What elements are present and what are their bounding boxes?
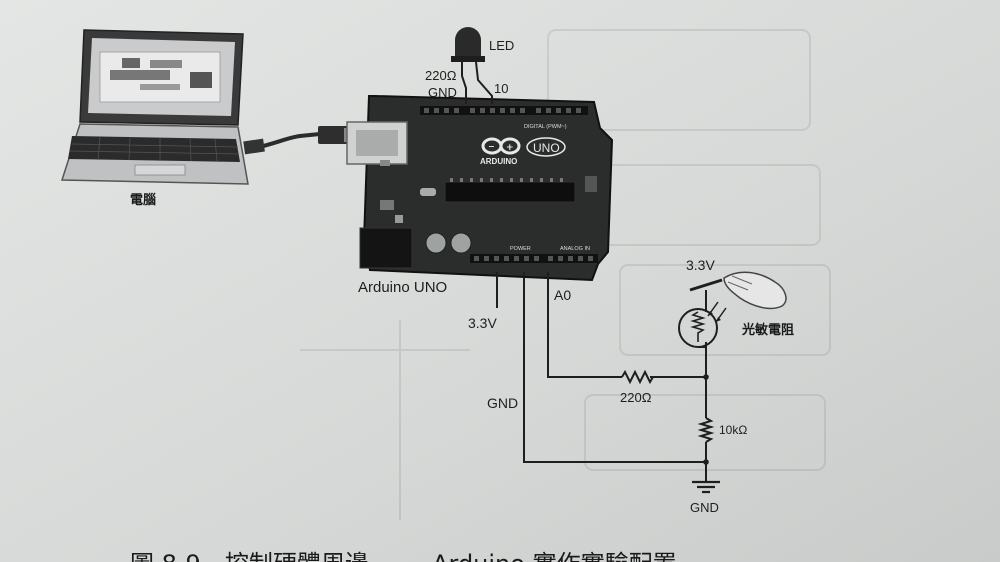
arduino-logo-icon: − + bbox=[481, 137, 521, 155]
arduino-board: DIGITAL (PWM~) − + UNO ARDUINO bbox=[346, 95, 614, 282]
led-icon bbox=[451, 27, 485, 62]
pin-3v3-label: 3.3V bbox=[468, 315, 497, 331]
figure-caption: 圖 8-9 控制硬體周邊 —— Arduino 實作實驗配置 bbox=[130, 550, 677, 562]
computer-label: 電腦 bbox=[130, 192, 156, 208]
resistor-220-label: 220Ω bbox=[620, 390, 652, 405]
photoresistor-icon bbox=[678, 301, 727, 348]
arduino-label: Arduino UNO bbox=[358, 279, 447, 296]
pin-10-label: 10 bbox=[494, 81, 508, 96]
supply-bar-icon bbox=[689, 278, 723, 292]
resistor-220-icon bbox=[621, 369, 654, 385]
pin-gnd-label: GND bbox=[487, 395, 518, 411]
board-brand-text: ARDUINO bbox=[480, 157, 517, 166]
led-resistor-label: 220Ω bbox=[425, 68, 457, 83]
led-label: LED bbox=[489, 38, 514, 53]
resistor-10k-label: 10kΩ bbox=[719, 423, 747, 437]
junction-dot bbox=[703, 374, 709, 380]
ldr-supply-label: 3.3V bbox=[686, 257, 715, 273]
circuit-wires bbox=[496, 272, 707, 482]
resistor-10k-icon bbox=[697, 417, 715, 443]
ground-label: GND bbox=[690, 500, 719, 515]
analog-header-label: ANALOG IN bbox=[560, 246, 590, 252]
board-model-text: UNO bbox=[533, 141, 560, 155]
ldr-label: 光敏電阻 bbox=[741, 322, 794, 338]
power-header-label: POWER bbox=[510, 246, 531, 252]
laptop-icon bbox=[60, 29, 249, 185]
led-gnd-label: GND bbox=[428, 85, 457, 100]
svg-text:+: + bbox=[506, 143, 514, 153]
svg-text:−: − bbox=[488, 142, 495, 151]
pin-a0-label: A0 bbox=[554, 287, 571, 303]
digital-header-label: DIGITAL (PWM~) bbox=[524, 124, 567, 130]
hand-icon bbox=[723, 271, 787, 310]
led-wires bbox=[461, 61, 493, 104]
junction-dot bbox=[703, 459, 709, 465]
ground-icon bbox=[692, 480, 720, 494]
